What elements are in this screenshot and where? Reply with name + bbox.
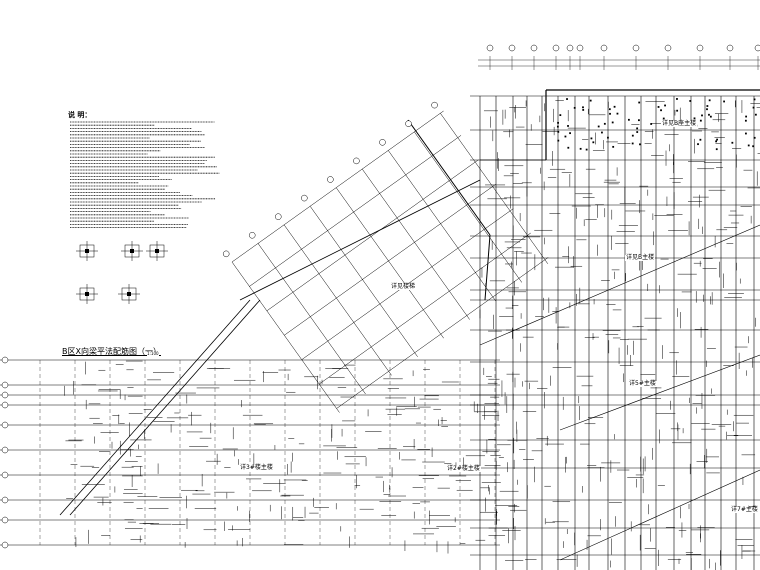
axis-bubbles — [1, 44, 760, 549]
zone-label-right-lower: 详5#主楼 — [628, 380, 657, 387]
right-block-grid — [470, 89, 760, 570]
notes-text-block — [70, 121, 220, 229]
zone-label-top-right: 详见B座主楼 — [661, 120, 698, 127]
beam-linework — [59, 98, 760, 570]
plan-title: B区X向梁平法配筋图（一） — [62, 347, 161, 356]
dimension-strip — [478, 56, 760, 70]
zone-label-bottom-right: 详7#主楼 — [730, 506, 759, 513]
zone-label-podium: 详见楼梯 — [390, 283, 417, 290]
section-details — [76, 241, 168, 304]
rotated-block-grid — [231, 110, 549, 413]
zone-label-right-mid: 详见B主楼 — [625, 254, 656, 261]
notes-title: 说 明： — [68, 111, 92, 119]
zone-label-bottom-center: 详2#楼主楼 — [446, 465, 481, 472]
plan-scale: 1:100 — [147, 351, 159, 356]
zone-label-bottom-left: 详3#楼主楼 — [239, 464, 274, 471]
left-block-grid — [0, 359, 500, 546]
